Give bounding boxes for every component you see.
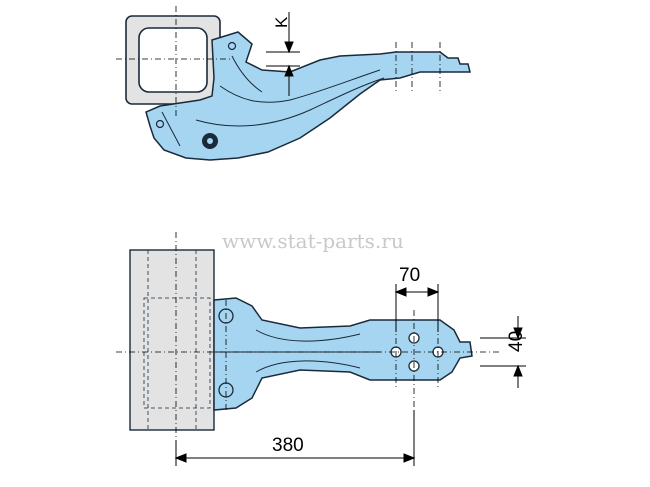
bracket-plan-profile: [213, 297, 473, 411]
plan-view: 70 40 380: [116, 232, 527, 466]
dimension-380-label: 380: [272, 435, 304, 456]
side-view: K: [116, 6, 471, 161]
dimension-k: [266, 12, 300, 96]
dimension-70: [394, 284, 440, 332]
dimension-40-label: 40: [506, 331, 527, 352]
dimension-70-label: 70: [399, 265, 420, 286]
bracket-side-profile: [145, 31, 471, 161]
frame-tube-section: [125, 15, 221, 105]
center-lines-side: [116, 6, 441, 118]
frame-rail: [129, 249, 215, 431]
watermark-text: www.stat-parts.ru: [222, 229, 404, 253]
dimension-k-label: K: [272, 16, 291, 28]
bolt-icon: [202, 133, 218, 149]
dimension-380: [174, 410, 416, 466]
dimension-40: [480, 316, 526, 388]
